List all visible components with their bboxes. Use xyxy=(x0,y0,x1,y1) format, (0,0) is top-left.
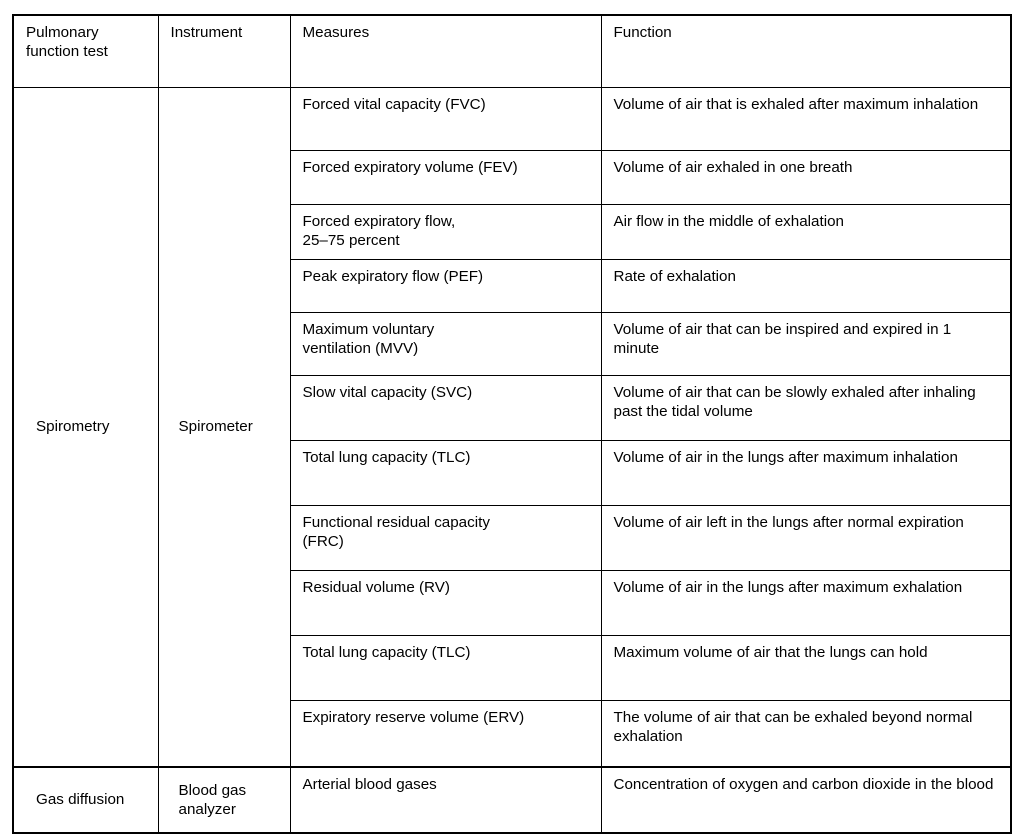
cell-measure: Functional residual capacity (FRC) xyxy=(289,505,602,571)
column-header-instrument: Instrument xyxy=(157,14,291,88)
cell-function: Volume of air that can be slowly exhaled… xyxy=(600,375,1012,441)
cell-test-spirometry: Spirometry xyxy=(12,87,159,768)
cell-function: Volume of air that is exhaled after maxi… xyxy=(600,87,1012,151)
table-row: Maximum voluntary ventilation (MVV) Volu… xyxy=(13,312,1012,376)
column-header-function: Function xyxy=(600,14,1012,88)
cell-instrument-spirometer: Spirometer xyxy=(157,87,291,768)
cell-function: Maximum volume of air that the lungs can… xyxy=(600,635,1012,701)
cell-function: Rate of exhalation xyxy=(600,259,1012,313)
cell-function: Concentration of oxygen and carbon dioxi… xyxy=(600,766,1012,834)
table-row: Slow vital capacity (SVC) Volume of air … xyxy=(13,375,1012,441)
header-line-2: function test xyxy=(26,43,108,61)
column-header-measures: Measures xyxy=(289,14,602,88)
table-body: Spirometry Spirometer Forced vital capac… xyxy=(12,87,1012,834)
cell-function: Volume of air exhaled in one breath xyxy=(600,150,1012,205)
pulmonary-function-test-table: Pulmonary function test Instrument Measu… xyxy=(12,14,1012,834)
measure-line-2: ventilation (MVV) xyxy=(302,340,419,358)
table-row: Forced expiratory volume (FEV) Volume of… xyxy=(13,150,1012,205)
cell-measure: Maximum voluntary ventilation (MVV) xyxy=(289,312,602,376)
cell-measure: Total lung capacity (TLC) xyxy=(289,635,602,701)
cell-measure: Total lung capacity (TLC) xyxy=(289,440,602,506)
cell-measure: Forced expiratory flow, 25–75 percent xyxy=(289,204,602,260)
instrument-line-1: Blood gas xyxy=(178,781,247,799)
cell-function: Volume of air left in the lungs after no… xyxy=(600,505,1012,571)
cell-measure: Expiratory reserve volume (ERV) xyxy=(289,700,602,768)
measure-line-2: (FRC) xyxy=(302,533,344,551)
measure-line-1: Forced expiratory flow, xyxy=(302,213,456,230)
cell-measure: Residual volume (RV) xyxy=(289,570,602,636)
cell-measure: Peak expiratory flow (PEF) xyxy=(289,259,602,313)
cell-function: Air flow in the middle of exhalation xyxy=(600,204,1012,260)
table-row: Gas diffusion Blood gas analyzer Arteria… xyxy=(12,766,1012,834)
cell-measure: Forced expiratory volume (FEV) xyxy=(289,150,602,205)
instrument-line-2: analyzer xyxy=(178,801,236,818)
table-row: Total lung capacity (TLC) Maximum volume… xyxy=(13,635,1012,701)
header-line-1: Pulmonary xyxy=(26,24,99,41)
cell-function: Volume of air in the lungs after maximum… xyxy=(600,440,1012,506)
page-root: Pulmonary function test Instrument Measu… xyxy=(12,14,1012,834)
cell-function: The volume of air that can be exhaled be… xyxy=(600,700,1012,768)
measure-line-2: 25–75 percent xyxy=(302,232,400,250)
cell-measure: Slow vital capacity (SVC) xyxy=(289,375,602,441)
measure-line-1: Maximum voluntary xyxy=(302,321,435,338)
measure-line-1: Functional residual capacity xyxy=(302,514,490,531)
table-row: Forced expiratory flow, 25–75 percent Ai… xyxy=(13,204,1012,260)
cell-function: Volume of air that can be inspired and e… xyxy=(600,312,1012,376)
cell-test-gas-diffusion: Gas diffusion xyxy=(12,766,159,834)
table-row: Residual volume (RV) Volume of air in th… xyxy=(13,570,1012,636)
table-row: Functional residual capacity (FRC) Volum… xyxy=(13,505,1012,571)
cell-instrument-blood-gas-analyzer: Blood gas analyzer xyxy=(157,766,291,834)
cell-measure: Forced vital capacity (FVC) xyxy=(289,87,602,151)
table-row: Spirometry Spirometer Forced vital capac… xyxy=(12,87,1012,768)
cell-measure: Arterial blood gases xyxy=(289,766,602,834)
column-header-pulmonary-function-test: Pulmonary function test xyxy=(12,14,159,88)
table-row: Total lung capacity (TLC) Volume of air … xyxy=(13,440,1012,506)
table-header: Pulmonary function test Instrument Measu… xyxy=(12,14,1012,88)
cell-function: Volume of air in the lungs after maximum… xyxy=(600,570,1012,636)
header-row: Pulmonary function test Instrument Measu… xyxy=(12,14,1012,88)
